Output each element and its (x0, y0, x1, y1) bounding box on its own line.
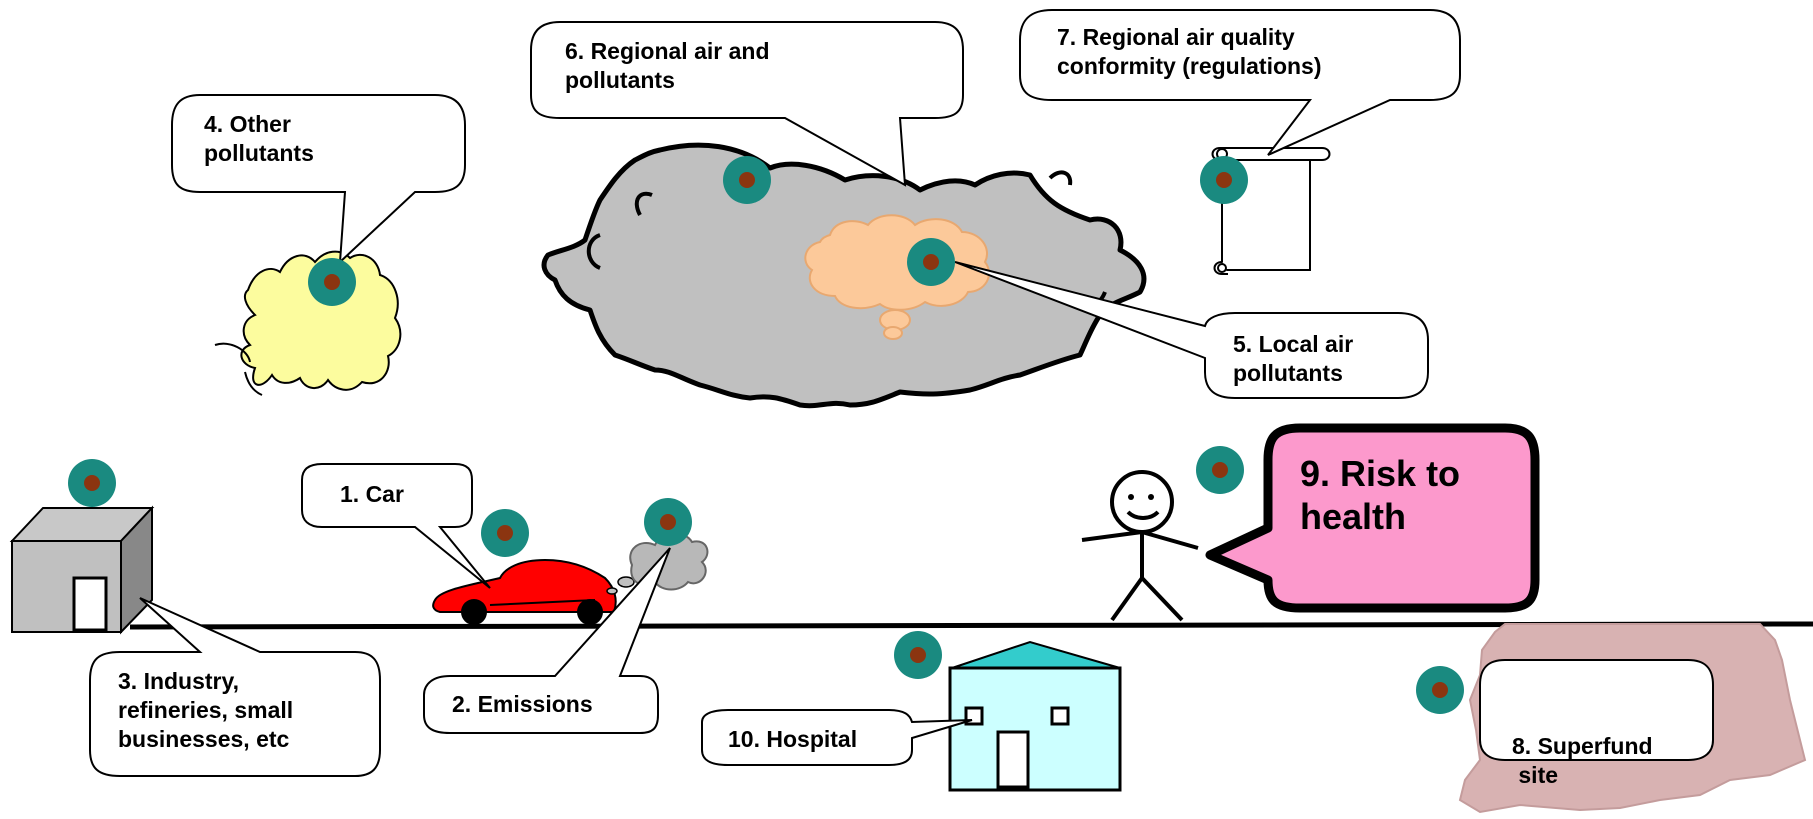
marker-local-air-icon (907, 238, 955, 286)
marker-risk-icon (1196, 446, 1244, 494)
label-emissions: 2. Emissions (452, 691, 593, 717)
cloud-tendril (244, 371, 263, 396)
label-superfund: 8. Superfund site (1512, 733, 1653, 788)
callout-local-air (954, 261, 1429, 399)
marker-hospital-icon (894, 631, 942, 679)
marker-icons (68, 156, 1464, 714)
marker-industry-icon (68, 459, 116, 507)
callout-car (301, 463, 491, 589)
label-car: 1. Car (340, 481, 404, 507)
marker-superfund-icon (1416, 666, 1464, 714)
person-stick-figure (1081, 470, 1199, 622)
callout-risk-to-health (1205, 423, 1540, 613)
callout-industry (89, 597, 381, 777)
label-hospital: 10. Hospital (728, 726, 858, 752)
callout-hospital (701, 709, 973, 766)
regulation-scroll-icon (1211, 147, 1331, 275)
marker-regional-air-icon (723, 156, 771, 204)
marker-emissions-icon (644, 498, 692, 546)
local-cloud-puff (883, 326, 903, 340)
callout-emissions (423, 547, 671, 734)
callout-regional-air (530, 21, 964, 187)
hospital-building (948, 640, 1122, 792)
cloud-swirl (634, 191, 653, 216)
callout-superfund (1479, 659, 1714, 761)
cloud-tendril (214, 342, 251, 363)
marker-car-icon (481, 509, 529, 557)
callout-other-pollutants (171, 94, 466, 265)
industry-building (9, 505, 155, 635)
marker-other-pollutants-icon (308, 258, 356, 306)
local-cloud (804, 214, 990, 311)
car-icon (432, 558, 617, 625)
cloud-swirl (1048, 170, 1073, 186)
marker-regional-quality-icon (1200, 156, 1248, 204)
cloud-swirl (586, 233, 601, 270)
callout-regional-quality (1019, 9, 1461, 156)
